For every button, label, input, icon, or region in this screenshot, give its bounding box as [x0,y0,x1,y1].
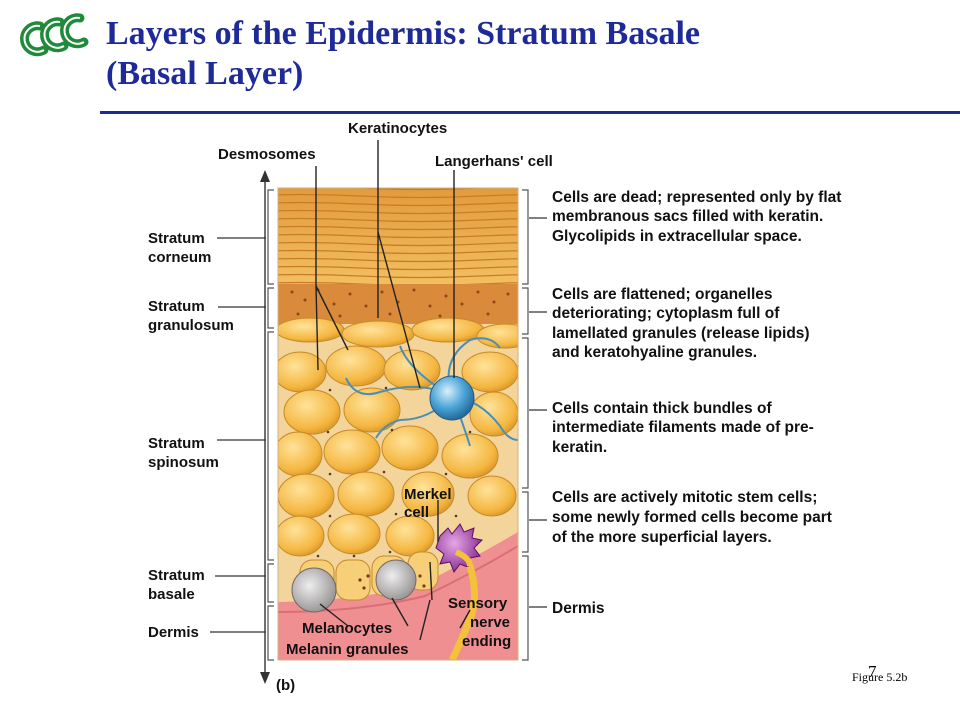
sensory-label-1: Sensory [448,595,508,612]
title-line-1: Layers of the Epidermis: Stratum Basale [106,15,701,52]
melanocytes-label: Melanocytes [302,620,392,637]
desc-spinosum-1: Cells contain thick bundles of [552,400,772,417]
sensory-label-2: nerve [470,614,510,631]
basale-label-2: basale [148,586,195,603]
desc-basale-1: Cells are actively mitotic stem cells; [552,489,817,506]
corneum-label-2: corneum [148,249,211,266]
description-corneum: Cells are dead; represented only by flat… [552,189,841,245]
sensory-label-3: ending [462,633,511,650]
granulosum-label-1: Stratum [148,298,205,315]
figure-reference: Figure 5.2b [852,670,908,684]
desc-corneum-2: membranous sacs filled with keratin. [552,208,823,225]
desc-granulosum-2: deteriorating; cytoplasm full of [552,305,780,322]
merkel-label-1: Merkel [404,486,452,503]
title-line-2: (Basal Layer) [106,55,304,92]
merkel-label-2: cell [404,504,429,521]
title-divider [100,111,960,114]
desc-corneum-1: Cells are dead; represented only by flat [552,189,841,206]
desc-basale-3: of the more superficial layers. [552,529,772,546]
desc-corneum-3: Glycolipids in extracellular space. [552,228,802,245]
page-number: 7 [868,662,877,681]
basale-label-1: Stratum [148,567,205,584]
dermis-left-label: Dermis [148,624,199,641]
spinosum-label-1: Stratum [148,435,205,452]
desc-granulosum-4: and keratohyaline granules. [552,344,757,361]
slide-title: Layers of the Epidermis: Stratum Basale … [106,14,926,94]
desc-basale-2: some newly formed cells become part [552,509,832,526]
desc-spinosum-3: keratin. [552,439,607,456]
desc-granulosum-1: Cells are flattened; organelles [552,286,773,303]
keratinocytes-label: Keratinocytes [348,120,447,137]
college-logo-icon [20,13,89,57]
tissue-block [278,188,518,660]
panel-label: (b) [276,677,295,694]
description-spinosum: Cells contain thick bundles of intermedi… [552,400,814,456]
desc-granulosum-3: lamellated granules (release lipids) [552,325,810,342]
desmosomes-label: Desmosomes [218,146,316,163]
description-basale: Cells are actively mitotic stem cells; s… [552,489,832,546]
spinosum-label-2: spinosum [148,454,219,471]
corneum-label-1: Stratum [148,230,205,247]
description-granulosum: Cells are flattened; organelles deterior… [552,286,810,361]
melanin-label: Melanin granules [286,641,409,658]
langerhans-label: Langerhans' cell [435,153,553,170]
desc-spinosum-2: intermediate filaments made of pre- [552,419,814,436]
granulosum-label-2: granulosum [148,317,234,334]
desc-dermis: Dermis [552,600,605,617]
